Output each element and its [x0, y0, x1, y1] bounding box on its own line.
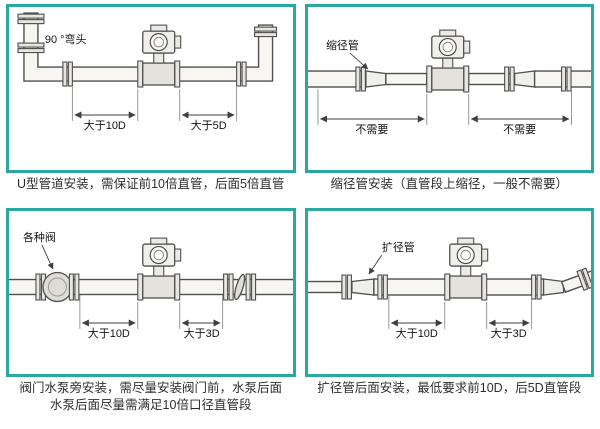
dim-left-label: 大于10D — [395, 325, 437, 339]
panel-u-type: 大于10D 大于5D 90 °弯头 U型管道安装，需保证前10倍直管，后面5倍直… — [6, 4, 296, 194]
dim-left-label: 大于10D — [88, 325, 130, 339]
dim-right-label: 大于3D — [184, 325, 220, 339]
dimension-left: 大于10D — [387, 295, 445, 339]
panel-caption: U型管道安装，需保证前10倍直管，后面5倍直管 — [17, 177, 285, 191]
diagram-box-u-type: 大于10D 大于5D 90 °弯头 — [6, 4, 296, 173]
diagram-box-reducer: 缩径管 不需要 不需要 — [304, 4, 594, 173]
valve-pipe-diagram: 各种阀 大于10D 大于3D — [9, 230, 293, 339]
expander-pipe-diagram: 扩径管 大于10D 大于3D — [307, 236, 591, 339]
flowmeter — [137, 236, 182, 301]
ball-valve — [35, 271, 80, 302]
dim-left-label: 大于10D — [84, 118, 126, 132]
dimension-left: 大于10D — [71, 87, 139, 132]
label-leader-arrow — [349, 52, 368, 70]
dim-left-label: 不需要 — [355, 123, 388, 136]
valve-label: 各种阀 — [23, 230, 56, 244]
dimension-right: 不需要 — [467, 88, 572, 136]
dimension-right: 大于5D — [179, 87, 238, 132]
u-type-pipe-diagram: 大于10D 大于5D 90 °弯头 — [17, 12, 278, 132]
panel-caption: 扩径管后面安装，最低要求前10D，后5D直管段 — [317, 380, 582, 395]
butterfly-valve — [223, 272, 257, 301]
expander-label: 扩径管 — [381, 240, 414, 254]
panel-reducer: 缩径管 不需要 不需要 缩径管安装（直管段上缩径，一般不需要） — [304, 4, 594, 194]
dimension-left: 不需要 — [317, 88, 427, 136]
label-leader-arrow — [368, 254, 382, 274]
label-leader-arrow — [41, 244, 54, 269]
panel-caption: 阀门水泵旁安装，需尽量安装阀门前，水泵后面 — [19, 380, 282, 395]
panel-caption-line2: 水泵后面尽量需满足10倍口径直管段 — [50, 398, 252, 412]
pipe-run — [307, 70, 591, 88]
diagram-grid: 大于10D 大于5D 90 °弯头 U型管道安装，需保证前10倍直管，后面5倍直… — [6, 4, 594, 415]
dimension-left: 大于10D — [79, 294, 139, 339]
reducer-label: 缩径管 — [325, 38, 358, 52]
flowmeter — [443, 236, 488, 301]
panel-valve-pump: 各种阀 大于10D 大于3D 阀门水泵旁安装，需尽量安装阀门前，水泵后面 水泵后… — [6, 207, 296, 415]
dim-right-label: 不需要 — [503, 123, 536, 136]
elbow-label: 90 °弯头 — [45, 32, 87, 46]
dimension-right: 大于3D — [179, 294, 224, 339]
diagram-box-expander: 扩径管 大于10D 大于3D — [304, 207, 594, 377]
panel-caption: 缩径管安装（直管段上缩径，一般不需要） — [330, 177, 568, 191]
dim-right-label: 大于5D — [191, 118, 227, 132]
pipe-flanges — [17, 13, 278, 87]
reducer-pipe-diagram: 缩径管 不需要 不需要 — [307, 29, 591, 136]
pipe-flanges — [354, 66, 572, 92]
dimension-right: 大于3D — [485, 295, 532, 339]
pipe-flanges — [340, 273, 542, 300]
dim-right-label: 大于3D — [490, 325, 526, 339]
flowmeter — [425, 29, 470, 93]
panel-expander: 扩径管 大于10D 大于3D 扩径管后面安装，最低要求前10D，后5D直管段 — [304, 207, 594, 415]
flowmeter — [137, 24, 182, 88]
diagram-box-valve-pump: 各种阀 大于10D 大于3D — [6, 207, 296, 377]
